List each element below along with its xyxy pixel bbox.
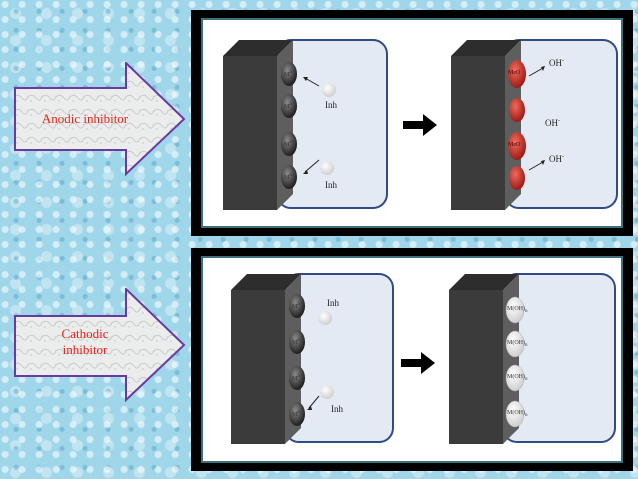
anodic-after-scene: MeO MeO OH- OH- OH- [443,34,623,214]
cathodic-label-line1: Cathodic [61,326,109,341]
metal-ion [281,132,297,156]
film-label: M(OH)n [507,374,528,383]
hydroxide-film [505,364,525,392]
metal-ion-label: Mn+ [284,173,295,181]
cathodic-after-scene: M(OH)n M(OH)n M(OH)n M(OH)n [441,268,621,448]
inhibitor-molecule [320,385,334,399]
anodic-arrow: Anodic inhibitor [14,62,186,176]
hydroxide-film [505,330,525,358]
film-label: M(OH)n [507,410,528,419]
metal-block [451,56,505,210]
transition-arrow [401,352,435,374]
metal-ion [289,330,305,354]
metal-block [449,290,503,444]
migration-arrow [308,395,320,409]
cathodic-inhibitor-label: Cathodic inhibitor [30,326,140,358]
inhibitor-label: Inh [325,100,337,110]
cathodic-before-scene: Mn+ Mn+ Mn+ Mn+ Inh Inh [223,268,398,448]
metal-ion [289,366,305,390]
metal-ion [281,165,297,189]
oxide-layer [509,166,525,190]
metal-ion-label: Mn+ [292,374,303,382]
cathodic-diagram-panel: Mn+ Mn+ Mn+ Mn+ Inh Inh M(OH)n M( [201,256,623,463]
metal-ion [289,294,305,318]
inhibitor-molecule [322,83,336,97]
cathodic-label-line2: inhibitor [62,342,108,357]
cathodic-diagram-frame: Mn+ Mn+ Mn+ Mn+ Inh Inh M(OH)n M( [191,248,633,471]
metal-ion-label: Mn+ [284,70,295,78]
cathodic-arrow: Cathodic inhibitor [14,288,186,402]
metal-block [231,290,285,444]
inhibitor-label: Inh [325,180,337,190]
metal-ion-label: Mn+ [292,302,303,310]
metal-ion-label: Mn+ [292,338,303,346]
hydroxide-label: OH- [549,154,564,164]
transition-arrow [403,114,437,136]
oxide-label: MeO [508,142,521,148]
metal-ion-label: Mn+ [284,102,295,110]
hydroxide-label: OH- [545,118,560,128]
metal-top [223,40,293,56]
oxide-layer [509,98,525,122]
hydroxide-film [505,296,525,324]
inhibitor-label: Inh [331,404,343,414]
release-arrow [528,161,544,171]
anodic-inhibitor-label: Anodic inhibitor [41,111,129,126]
oxide-layer [508,132,526,160]
oxide-layer [508,60,526,88]
metal-ion-label: Mn+ [292,410,303,418]
anodic-diagram-panel: Mn+ Mn+ Mn+ Mn+ Inh Inh [201,18,623,228]
metal-ion [281,62,297,86]
inhibitor-molecule [318,311,332,325]
metal-ion [281,94,297,118]
film-label: M(OH)n [507,306,528,315]
metal-ion [289,402,305,426]
film-label: M(OH)n [507,340,528,349]
metal-ion-label: Mn+ [284,140,295,148]
migration-arrow [304,159,320,173]
anodic-diagram-frame: Mn+ Mn+ Mn+ Mn+ Inh Inh [191,10,633,236]
inhibitor-label: Inh [327,298,339,308]
hydroxide-film [505,400,525,428]
metal-block [223,56,277,210]
release-arrow [528,67,544,77]
anodic-before-scene: Mn+ Mn+ Mn+ Mn+ Inh Inh [215,34,390,214]
oxide-label: MeO [508,70,521,76]
inhibitor-molecule [320,161,334,175]
hydroxide-label: OH- [549,58,564,68]
migration-arrow [304,77,320,87]
